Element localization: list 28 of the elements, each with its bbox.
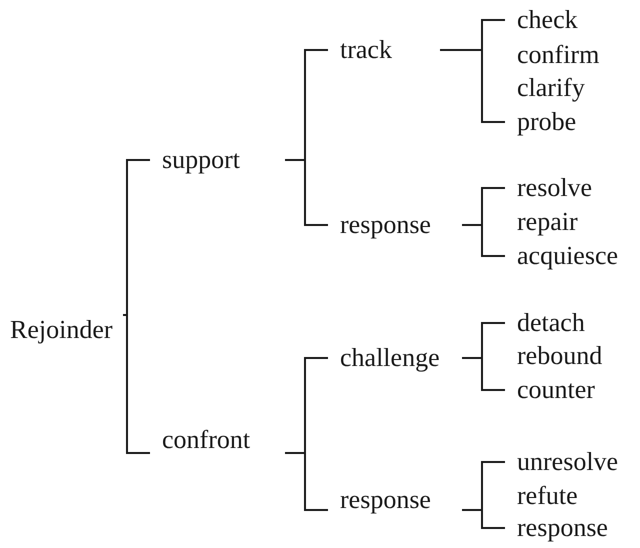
node-label: clarify	[517, 72, 585, 104]
node-label: refute	[517, 480, 578, 512]
node-label: check	[517, 4, 578, 36]
bracket-connector	[462, 224, 505, 257]
bracket-connector	[462, 509, 505, 529]
node-label: probe	[517, 106, 576, 138]
bracket-connector	[440, 49, 505, 123]
node-label: response	[517, 512, 608, 544]
node-label: challenge	[340, 342, 440, 374]
node-label: repair	[517, 206, 578, 238]
node-label: support	[162, 144, 240, 176]
node-label: rebound	[517, 340, 602, 372]
node-label: response	[340, 484, 431, 516]
node-label: detach	[517, 307, 585, 339]
node-label: resolve	[517, 172, 592, 204]
node-label: acquiesce	[517, 240, 618, 272]
bracket-connector	[285, 452, 328, 511]
node-label: confirm	[517, 39, 600, 71]
bracket-connector	[123, 159, 150, 316]
node-label: response	[340, 209, 431, 241]
node-label: track	[340, 34, 392, 66]
node-label: confront	[162, 424, 250, 456]
bracket-connector	[123, 314, 150, 454]
node-label: Rejoinder	[10, 314, 113, 346]
bracket-connector	[462, 357, 505, 391]
node-label: counter	[517, 374, 595, 406]
node-label: unresolve	[517, 446, 618, 478]
bracket-connector	[285, 159, 328, 226]
